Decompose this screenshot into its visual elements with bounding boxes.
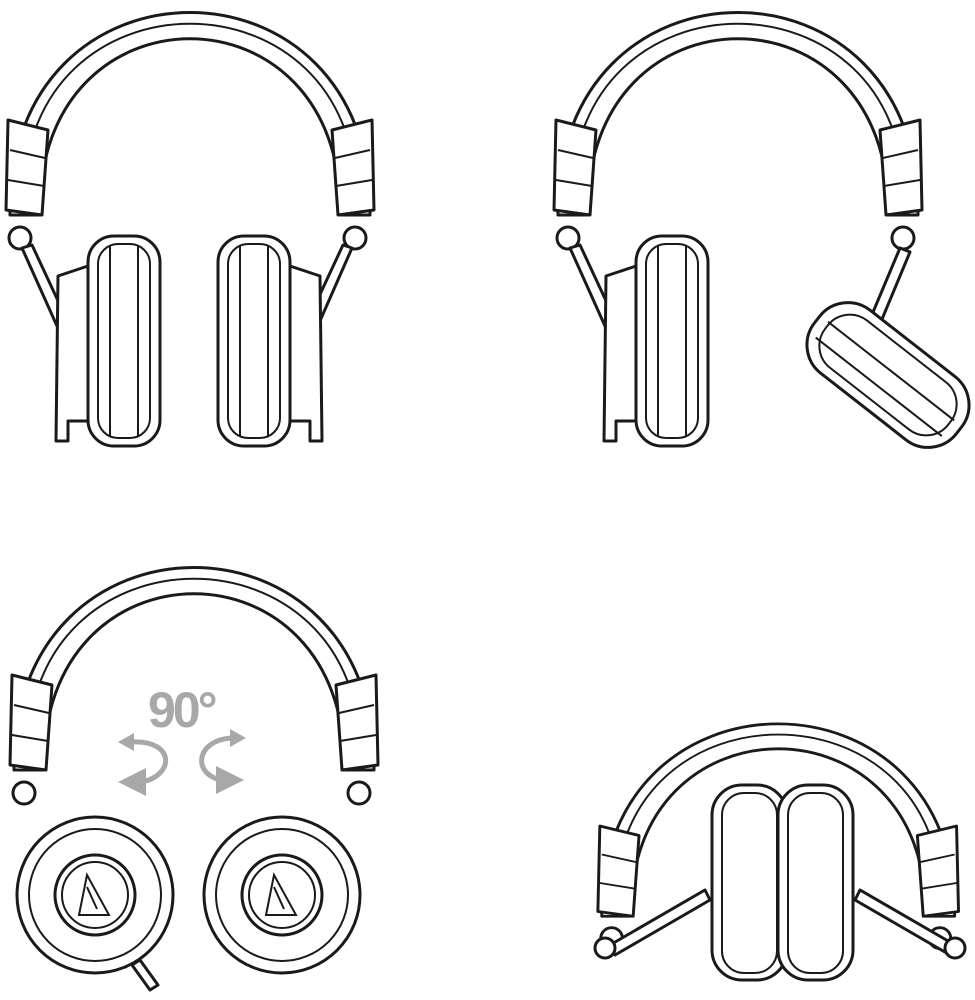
view-rotated: 90° bbox=[8, 566, 380, 992]
view-front bbox=[4, 11, 376, 448]
rotation-angle-label: 90° bbox=[148, 682, 216, 738]
view-swiveled bbox=[552, 11, 971, 449]
rotate-arrows-icon bbox=[118, 729, 246, 796]
view-folded bbox=[593, 722, 967, 982]
